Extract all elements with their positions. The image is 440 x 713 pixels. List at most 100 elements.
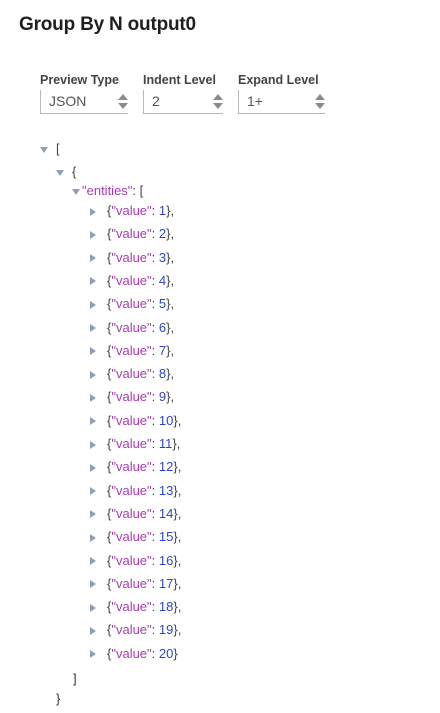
indent-level-select[interactable]: 2 [143, 90, 223, 114]
item-value: 2 [158, 226, 167, 242]
list-item[interactable]: {"value": 19}, [90, 621, 181, 639]
stepper-arrows-icon [118, 94, 128, 110]
expand-triangle-icon[interactable] [90, 347, 96, 356]
stepper-arrows-icon [315, 94, 325, 110]
expand-triangle-icon[interactable] [90, 393, 96, 402]
panel-title: Group By N output0 [19, 14, 196, 35]
expand-triangle-icon[interactable] [90, 580, 96, 589]
expand-triangle-icon[interactable] [90, 440, 96, 449]
item-key: "value" [111, 599, 152, 615]
list-item[interactable]: {"value": 15}, [90, 528, 181, 546]
expand-triangle-icon[interactable] [90, 487, 96, 496]
expand-triangle-icon[interactable] [90, 417, 96, 426]
expand-triangle-icon[interactable] [90, 557, 96, 566]
item-key: "value" [111, 482, 152, 498]
item-key: "value" [111, 459, 152, 475]
item-key: "value" [111, 203, 152, 218]
expand-triangle-icon[interactable] [90, 277, 96, 286]
list-item[interactable]: {"value": 1}, [90, 202, 174, 220]
collapse-triangle-icon[interactable] [40, 146, 48, 153]
item-key: "value" [111, 622, 152, 638]
stepper-arrows-icon [213, 94, 223, 110]
item-value: 3 [158, 249, 167, 265]
preview-type-control: Preview Type JSON [40, 73, 128, 114]
item-key: "value" [111, 645, 152, 661]
root-array-row[interactable]: [ [40, 140, 60, 158]
expand-triangle-icon[interactable] [90, 650, 96, 659]
close-object-brace: } [56, 691, 61, 706]
item-value: 13 [158, 482, 174, 498]
expand-triangle-icon[interactable] [90, 533, 96, 542]
item-key: "value" [111, 249, 152, 265]
list-item[interactable]: {"value": 5}, [90, 295, 174, 313]
item-key: "value" [111, 226, 152, 242]
list-item[interactable]: {"value": 17}, [90, 575, 181, 593]
close-entities-bracket: ] [73, 671, 77, 686]
item-value: 10 [158, 412, 174, 428]
entities-open: : [ [132, 183, 144, 198]
list-item[interactable]: {"value": 7}, [90, 342, 174, 360]
item-key: "value" [111, 319, 152, 335]
item-value: 15 [158, 529, 174, 545]
list-item[interactable]: {"value": 9}, [90, 388, 174, 406]
indent-level-control: Indent Level 2 [143, 73, 223, 114]
item-value: 9 [158, 389, 167, 405]
expand-triangle-icon[interactable] [90, 207, 96, 216]
list-item[interactable]: {"value": 18}, [90, 598, 181, 616]
preview-type-select[interactable]: JSON [40, 90, 128, 114]
list-item[interactable]: {"value": 16}, [90, 552, 181, 570]
list-item[interactable]: {"value": 12}, [90, 458, 181, 476]
item-value: 16 [158, 552, 174, 568]
expand-triangle-icon[interactable] [90, 230, 96, 239]
expand-level-control: Expand Level 1+ [238, 73, 325, 114]
entities-row[interactable]: "entities": [ [72, 182, 143, 200]
item-value: 8 [158, 366, 167, 382]
indent-level-label: Indent Level [143, 73, 216, 87]
item-value: 19 [158, 622, 174, 638]
item-key: "value" [111, 552, 152, 568]
list-item[interactable]: {"value": 11}, [90, 435, 180, 453]
item-key: "value" [111, 575, 152, 591]
item-value: 11 [158, 436, 173, 451]
expand-level-value: 1+ [247, 93, 263, 109]
expand-triangle-icon[interactable] [90, 463, 96, 472]
collapse-triangle-icon[interactable] [56, 169, 64, 176]
item-key: "value" [111, 436, 152, 451]
open-bracket: [ [56, 141, 60, 156]
item-key: "value" [111, 412, 152, 428]
expand-level-label: Expand Level [238, 73, 319, 87]
list-item[interactable]: {"value": 10}, [90, 412, 181, 430]
item-key: "value" [111, 342, 152, 358]
list-item[interactable]: {"value": 14}, [90, 505, 181, 523]
expand-triangle-icon[interactable] [90, 370, 96, 379]
list-item[interactable]: {"value": 8}, [90, 365, 174, 383]
list-item[interactable]: {"value": 13}, [90, 482, 181, 500]
list-item[interactable]: {"value": 2}, [90, 225, 174, 243]
expand-level-select[interactable]: 1+ [238, 90, 325, 114]
item-value: 17 [158, 575, 174, 591]
item-value: 7 [158, 342, 167, 358]
item-value: 5 [158, 296, 167, 312]
list-item[interactable]: {"value": 6}, [90, 319, 174, 337]
expand-triangle-icon[interactable] [90, 626, 96, 635]
item-key: "value" [111, 505, 152, 521]
item-key: "value" [111, 366, 152, 382]
item-key: "value" [111, 389, 152, 405]
collapse-triangle-icon[interactable] [72, 188, 80, 195]
preview-type-label: Preview Type [40, 73, 119, 87]
list-item[interactable]: {"value": 20} [90, 645, 178, 663]
expand-triangle-icon[interactable] [90, 254, 96, 263]
item-value: 18 [158, 599, 174, 615]
item-value: 1 [158, 203, 167, 218]
item-value: 20 [158, 645, 174, 661]
expand-triangle-icon[interactable] [90, 603, 96, 612]
expand-triangle-icon[interactable] [90, 324, 96, 333]
expand-triangle-icon[interactable] [90, 300, 96, 309]
list-item[interactable]: {"value": 3}, [90, 249, 174, 267]
list-item[interactable]: {"value": 4}, [90, 272, 174, 290]
item-value: 12 [158, 459, 174, 475]
entities-key: "entities" [82, 183, 133, 198]
object-row[interactable]: { [56, 163, 76, 181]
indent-level-value: 2 [152, 93, 160, 109]
expand-triangle-icon[interactable] [90, 510, 96, 519]
